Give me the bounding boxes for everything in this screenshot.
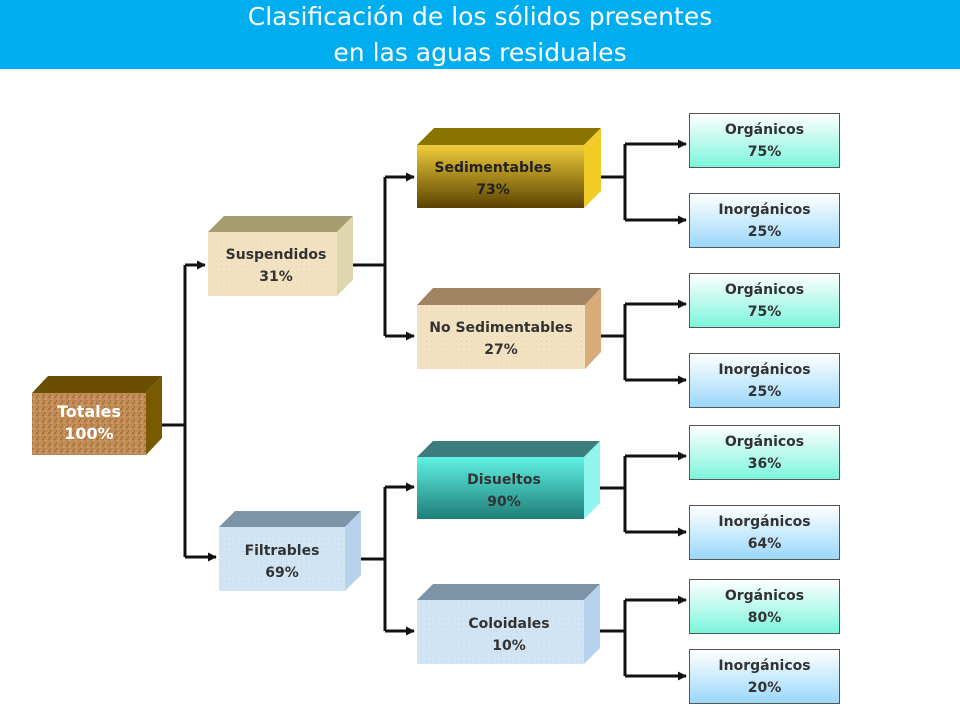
node-suspendidos-label: Suspendidos — [225, 247, 327, 263]
node-totales-value: 100% — [64, 424, 114, 443]
leaf-coloidales-organicos: Orgánicos 80% — [689, 579, 840, 634]
block-filtrables — [219, 511, 361, 591]
connectors — [162, 139, 687, 681]
node-no-sedimentables: No Sedimentables 27% — [417, 317, 585, 361]
leaf-label: Orgánicos — [724, 122, 805, 138]
block-no-sedimentables — [417, 288, 601, 369]
leaf-value: 36% — [747, 456, 782, 472]
leaf-value: 20% — [747, 680, 782, 696]
leaf-no-sedimentables-inorganicos: Inorgánicos 25% — [689, 353, 840, 408]
node-suspendidos: Suspendidos 31% — [208, 244, 344, 288]
node-suspendidos-value: 31% — [259, 269, 293, 285]
block-suspendidos — [208, 216, 353, 296]
node-totales-label: Totales — [56, 402, 122, 421]
leaf-value: 75% — [747, 304, 782, 320]
leaf-sedimentables-organicos: Orgánicos 75% — [689, 113, 840, 168]
leaf-value: 75% — [747, 144, 782, 160]
block-totales — [32, 376, 162, 455]
leaf-label: Inorgánicos — [718, 658, 811, 674]
node-disueltos-value: 90% — [487, 494, 521, 510]
leaf-label: Orgánicos — [724, 282, 805, 298]
node-no-sedimentables-value: 27% — [484, 342, 518, 358]
node-filtrables-label: Filtrables — [244, 543, 320, 559]
block-disueltos — [417, 441, 600, 519]
leaf-label: Inorgánicos — [718, 514, 811, 530]
node-totales: Totales 100% — [32, 401, 146, 445]
leaf-value: 25% — [747, 384, 782, 400]
leaf-label: Inorgánicos — [718, 202, 811, 218]
leaf-disueltos-organicos: Orgánicos 36% — [689, 425, 840, 480]
leaf-value: 25% — [747, 224, 782, 240]
block-coloidales — [417, 584, 600, 664]
title-banner — [0, 0, 960, 69]
node-sedimentables-value: 73% — [476, 182, 510, 198]
node-coloidales-value: 10% — [492, 638, 526, 654]
node-sedimentables: Sedimentables 73% — [417, 157, 569, 201]
leaf-label: Orgánicos — [724, 588, 805, 604]
leaf-value: 64% — [747, 536, 782, 552]
node-coloidales: Coloidales 10% — [417, 613, 601, 657]
leaf-sedimentables-inorganicos: Inorgánicos 25% — [689, 193, 840, 248]
node-sedimentables-label: Sedimentables — [434, 160, 552, 176]
leaf-no-sedimentables-organicos: Orgánicos 75% — [689, 273, 840, 328]
node-filtrables-value: 69% — [265, 565, 299, 581]
node-disueltos: Disueltos 90% — [417, 469, 591, 513]
node-disueltos-label: Disueltos — [467, 472, 541, 488]
title-line-1: Clasificación de los sólidos presentes — [247, 2, 713, 31]
leaf-disueltos-inorganicos: Inorgánicos 64% — [689, 505, 840, 560]
title-line-2: en las aguas residuales — [333, 38, 627, 67]
leaf-label: Orgánicos — [724, 434, 805, 450]
leaf-label: Inorgánicos — [718, 362, 811, 378]
leaf-value: 80% — [747, 610, 782, 626]
node-no-sedimentables-label: No Sedimentables — [429, 320, 573, 336]
leaf-coloidales-inorganicos: Inorgánicos 20% — [689, 649, 840, 704]
node-filtrables: Filtrables 69% — [219, 540, 345, 584]
block-sedimentables — [417, 128, 601, 208]
node-coloidales-label: Coloidales — [468, 616, 550, 632]
